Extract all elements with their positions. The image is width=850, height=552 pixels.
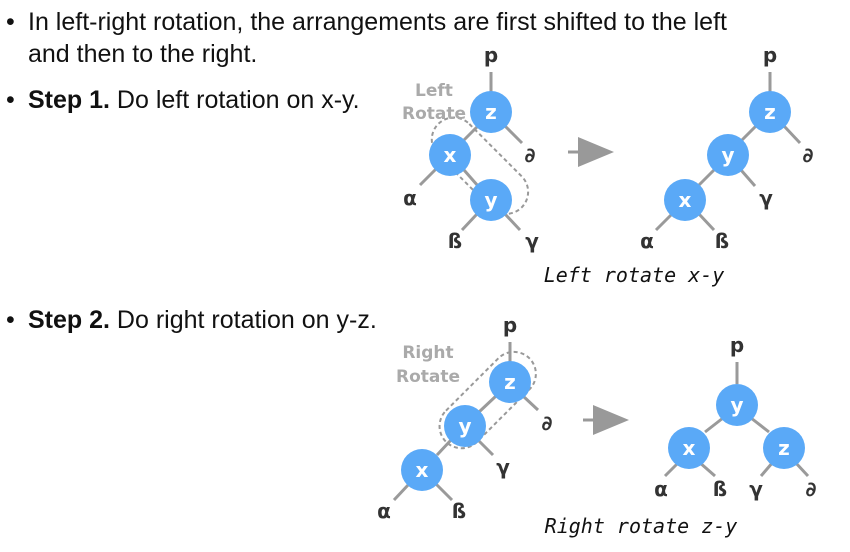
leaf-beta-2: ß <box>452 499 466 523</box>
node-y-2 <box>444 405 486 447</box>
step1-bullet: •Step 1. Do left rotation on x-y. <box>6 86 360 114</box>
leaf-delta-2: ∂ <box>542 411 553 435</box>
caption-left-rotate: Left rotate x-y <box>544 263 725 287</box>
node-y-2-label: y <box>458 414 471 438</box>
node-y-after1-label: y <box>721 143 734 167</box>
diagram2-after: y x z p α ß γ ∂ Right rotate z-y <box>545 333 817 538</box>
leaf-gamma-after1: γ <box>759 186 773 210</box>
diagram2-before: z y x p ∂ γ α ß Right Rotate <box>377 313 552 523</box>
step2-bullet: •Step 2. Do right rotation on y-z. <box>6 306 377 334</box>
leaf-beta: ß <box>448 229 462 253</box>
node-z-after2 <box>763 427 805 469</box>
leaf-delta-after2: ∂ <box>806 477 817 501</box>
right-rotate-label-1: Right <box>402 343 453 363</box>
node-x-after1 <box>664 179 706 221</box>
intro-line1: In left-right rotation, the arrangements… <box>28 8 727 36</box>
node-x <box>429 134 471 176</box>
leaf-p-after2: p <box>730 333 744 357</box>
left-rotate-label-2: Rotate <box>402 104 466 124</box>
node-x-after1-label: x <box>679 188 692 212</box>
leaf-delta: ∂ <box>525 143 536 167</box>
step1-bold: Step 1. <box>28 86 110 114</box>
node-x-label: x <box>444 143 457 167</box>
diagram1-after: z y x p ∂ γ α ß Left rotate x-y <box>544 43 814 287</box>
node-y-after1 <box>707 134 749 176</box>
leaf-p-after1: p <box>763 43 777 67</box>
intro-bullet: •In left-right rotation, the arrangement… <box>6 8 727 36</box>
leaf-p: p <box>484 43 498 67</box>
node-x-after2-label: x <box>683 436 696 460</box>
left-rotate-label-1: Left <box>415 81 453 101</box>
node-y <box>470 179 512 221</box>
dashed-group-xy <box>430 116 530 215</box>
dashed-group-yz <box>438 350 537 450</box>
right-rotate-label-2: Rotate <box>396 367 460 387</box>
node-x-after2 <box>668 427 710 469</box>
leaf-gamma-2: γ <box>496 455 510 479</box>
leaf-gamma-after2: γ <box>749 477 763 501</box>
node-y-after2 <box>716 384 758 426</box>
leaf-gamma: γ <box>525 229 539 253</box>
node-z-2 <box>489 361 531 403</box>
leaf-p-2: p <box>503 313 517 337</box>
node-z-after1-label: z <box>764 100 776 124</box>
intro-bullet-cont: and then to the right. <box>28 40 257 69</box>
node-y-label: y <box>484 188 497 212</box>
leaf-alpha-after2: α <box>654 477 668 501</box>
node-z-after1 <box>749 91 791 133</box>
node-z-label: z <box>485 100 497 124</box>
leaf-alpha: α <box>403 186 417 210</box>
step2-bold: Step 2. <box>28 306 110 334</box>
node-x-2 <box>401 449 443 491</box>
node-y-after2-label: y <box>730 393 743 417</box>
diagram1-before: z x y p ∂ α ß γ Left Rotate <box>402 43 539 253</box>
node-z-2-label: z <box>504 370 516 394</box>
step1-text: Do left rotation on x-y. <box>109 86 360 114</box>
leaf-beta-after2: ß <box>713 477 727 501</box>
step2-text: Do right rotation on y-z. <box>109 306 377 334</box>
leaf-beta-after1: ß <box>715 229 729 253</box>
caption-right-rotate: Right rotate z-y <box>545 514 738 538</box>
intro-line2: and then to the right. <box>28 40 258 68</box>
node-z-after2-label: z <box>778 436 790 460</box>
node-z <box>470 91 512 133</box>
leaf-delta-after1: ∂ <box>803 143 814 167</box>
leaf-alpha-2: α <box>377 499 391 523</box>
leaf-alpha-after1: α <box>640 229 654 253</box>
node-x-2-label: x <box>416 458 429 482</box>
